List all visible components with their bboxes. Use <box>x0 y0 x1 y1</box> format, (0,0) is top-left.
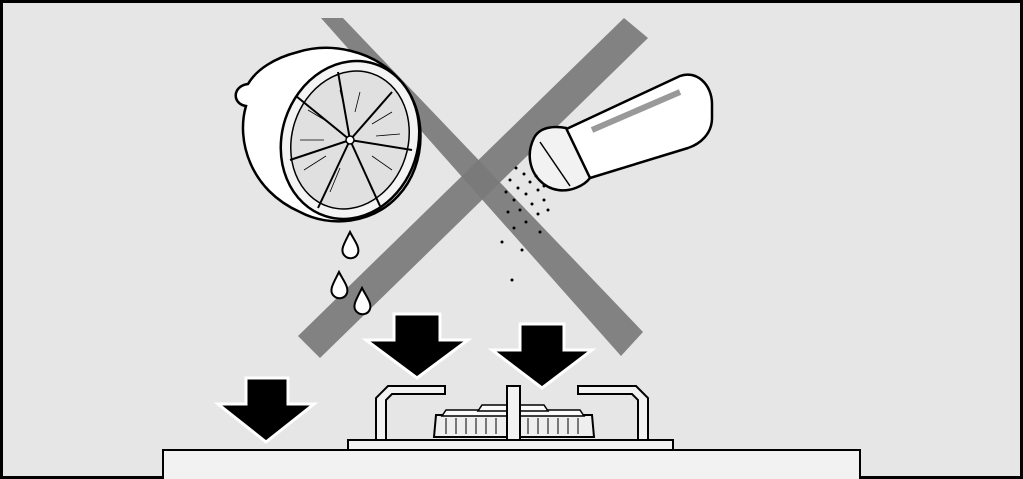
down-arrow-icon <box>361 312 473 380</box>
pan-support-left <box>375 385 446 441</box>
salt-grains <box>500 166 550 282</box>
hob-surface <box>162 449 861 479</box>
pan-support-center <box>506 385 521 441</box>
gas-burner <box>347 385 674 451</box>
lemon-juice-drops <box>330 229 372 316</box>
lemon-half-icon <box>234 46 422 223</box>
down-arrow-icon <box>487 322 597 390</box>
pan-support-right <box>577 385 649 441</box>
down-arrow-icon <box>213 376 319 444</box>
salt-shaker-icon <box>528 73 714 192</box>
